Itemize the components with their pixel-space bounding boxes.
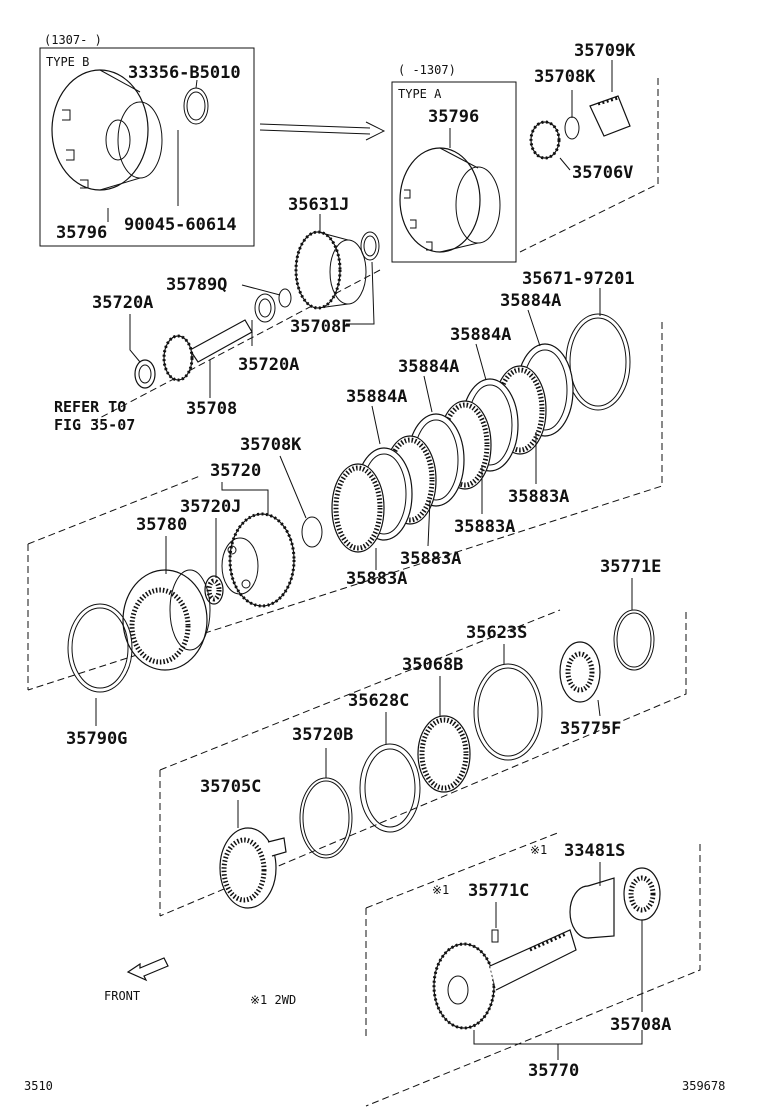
part-35720: 35720 [210,461,261,481]
part-35884a-3: 35884A [398,357,459,377]
part-35708a: 35708A [610,1015,671,1035]
type-a-label: TYPE A [398,87,442,101]
clutch-outline [27,322,663,691]
top-dashed-outline [95,78,659,421]
ring-gear-35631j-drawing [294,230,380,310]
drum-type-a-drawing [399,147,501,253]
part-35884a-4: 35884A [346,387,407,407]
part-35708k-top: 35708K [534,67,596,87]
front-label: FRONT [104,989,140,1003]
part-35796-type-a: 35796 [428,107,479,127]
part-35720b: 35720B [292,725,353,745]
note-mark-35771c: ※1 [432,883,449,897]
part-35709k: 35709K [574,41,636,61]
refer-line-1: REFER TO [54,398,126,416]
part-35883a-4: 35883A [346,569,407,589]
shaft-35770-drawing [432,867,661,1030]
part-35883a-3: 35883A [400,549,461,569]
part-35775f: 35775F [560,719,621,739]
part-35720j: 35720J [180,497,241,517]
bottom-outline [365,831,701,1107]
type-b-box-border [39,47,255,247]
part-35770: 35770 [528,1061,579,1081]
part-35708f: 35708F [290,317,351,337]
part-35705c: 35705C [200,777,261,797]
note-mark-33481s: ※1 [530,843,547,857]
snap-ring-type-b-drawing [183,87,209,125]
part-35780: 35780 [136,515,187,535]
type-b-inset: (1307- ) TYPE B 33356-B5010 90045-60614 … [39,33,255,247]
part-35884a-1: 35884A [500,291,561,311]
part-33481s: 33481S [564,841,625,861]
part-35631j: 35631J [288,195,349,215]
part-35720a-right: 35720A [238,355,299,375]
replacement-arrow [259,121,386,141]
drum-type-b-drawing [51,69,163,191]
part-35883a-1: 35883A [508,487,569,507]
refer-line-2: FIG 35-07 [54,416,135,434]
part-35789q: 35789Q [166,275,227,295]
page-code: 3510 [24,1079,53,1093]
one-way-clutch-35780-drawing [122,569,211,671]
part-35628c: 35628C [348,691,409,711]
part-35796-type-b: 35796 [56,223,107,243]
type-a-box-border [391,81,517,263]
part-35671-97201: 35671-97201 [522,269,635,289]
part-35884a-2: 35884A [450,325,511,345]
part-35883a-2: 35883A [454,517,515,537]
type-b-range: (1307- ) [44,33,102,47]
footnote-2wd: ※1 2WD [250,993,296,1007]
front-arrow-icon [126,957,169,982]
part-35790g: 35790G [66,729,127,749]
drawing-number: 359678 [682,1079,725,1093]
part-90045-60614: 90045-60614 [124,215,237,235]
carrier-35720-drawing [204,512,323,608]
part-35771c: 35771C [468,881,529,901]
snap-ring-35790g-drawing [67,603,133,693]
part-35623s: 35623S [466,623,527,643]
part-35771e: 35771E [600,557,661,577]
part-33356-b5010: 33356-B5010 [128,63,241,83]
part-35068b: 35068B [402,655,463,675]
part-35708k-mid: 35708K [240,435,302,455]
clutch-discs-drawing [331,343,574,553]
drum-35705c-drawing [219,827,287,909]
washers-35789q-drawing [254,288,292,323]
type-a-inset: ( -1307) TYPE A 35796 [391,63,517,263]
part-35706v: 35706V [572,163,633,183]
type-a-range: ( -1307) [398,63,456,77]
input-shaft-drawing [529,95,631,160]
part-35720a-left: 35720A [92,293,153,313]
type-b-label: TYPE B [46,55,89,69]
snap-ring-35671-drawing [565,313,631,411]
shaft-35708-drawing [134,319,253,389]
lower-outline [159,609,687,917]
part-35708: 35708 [186,399,237,419]
